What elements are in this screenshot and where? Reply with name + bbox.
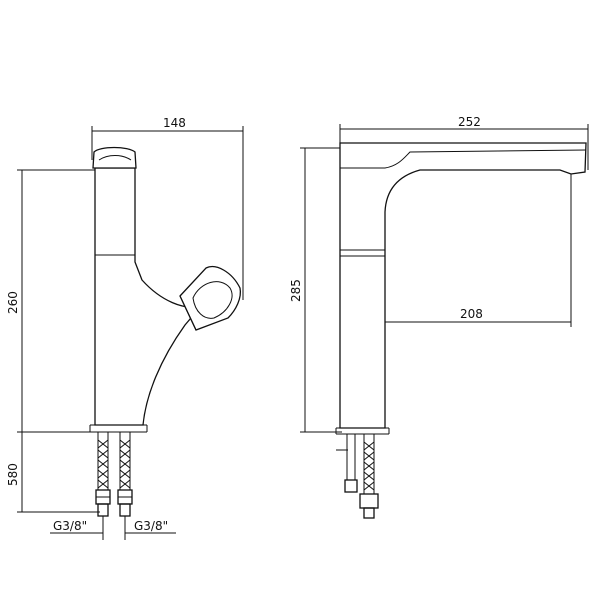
front-faucet-body [94,167,203,426]
side-hoses [336,433,379,519]
thread-left-label: G3/8" [53,519,87,533]
front-hoses [95,431,133,517]
dimension-208: 208 [362,174,572,426]
front-top-cap [92,146,137,169]
dimension-580-label: 580 [6,463,20,486]
dimension-252-label: 252 [458,115,481,129]
side-faucet-body [339,142,587,429]
side-view: 252 285 208 [289,115,589,519]
dimension-252: 252 [339,115,589,170]
dimension-285: 285 [289,147,342,433]
thread-right-label: G3/8" [134,519,168,533]
dimension-148: 148 [91,116,244,300]
dimension-580: 580 [6,432,100,513]
thread-dimension: G3/8" G3/8" [50,516,176,540]
dimension-260: 260 [6,169,95,433]
dimension-208-label: 208 [460,307,483,321]
dimension-285-label: 285 [289,279,303,302]
dimension-148-label: 148 [163,116,186,130]
front-lever-handle [179,266,242,331]
dimension-260-label: 260 [6,291,20,314]
front-view: 148 260 580 [6,116,244,540]
